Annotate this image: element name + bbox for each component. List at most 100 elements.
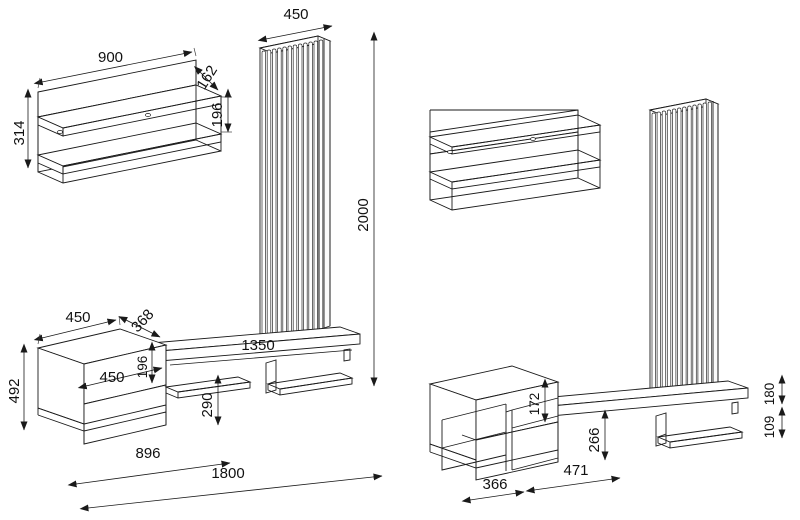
- dim-471-line: [525, 475, 621, 494]
- r-tv-bracket-line: [657, 433, 667, 438]
- dim-366-line: [461, 489, 525, 504]
- mounting-hole-icon: [530, 137, 536, 141]
- slat-icon: [702, 102, 707, 387]
- dim-1800-label: 1800: [211, 465, 244, 482]
- dim-196-cab-label: 196: [135, 356, 150, 379]
- dim-172-group: 172: [527, 378, 549, 423]
- dim-900-ext-left: [37, 77, 41, 89]
- dim-180-label: 180: [762, 383, 777, 406]
- dim-450-cab-front-label: 450: [99, 369, 124, 386]
- dim-492-label: 492: [6, 378, 23, 403]
- slat-icon: [313, 40, 318, 331]
- right-tv-unit-group: [428, 365, 749, 481]
- slat-icon: [687, 105, 692, 390]
- slat-icon: [707, 101, 712, 386]
- r-cabinet-inner-lower-right: [511, 457, 559, 471]
- dim-450-panel-label: 450: [283, 6, 308, 23]
- right-slat-panel-group: [648, 98, 720, 401]
- dim-196-top-group: 196: [209, 88, 232, 133]
- slat-icon: [682, 106, 687, 391]
- slat-icon: [666, 109, 672, 394]
- dim-2000-label: 2000: [355, 198, 372, 231]
- dim-368-group: 368: [118, 306, 161, 338]
- slat-icon: [651, 112, 656, 397]
- r-tv-right-shelf-front: [669, 431, 743, 449]
- r-cabinet-inner-shelf-lower: [441, 431, 507, 449]
- dim-196-cab-group: 196: [135, 341, 156, 384]
- r-cabinet-divider-top: [505, 409, 513, 413]
- slat-icon: [656, 111, 661, 396]
- dim-896-line: [67, 460, 231, 488]
- dim-290-label: 290: [199, 392, 216, 417]
- r-tv-support-post: [731, 401, 739, 415]
- r-tv-shelf-bracket: [655, 412, 667, 447]
- dim-450-panel-line: [257, 24, 333, 43]
- dim-1350-label: 1350: [241, 337, 274, 354]
- dim-266-group: 266: [586, 409, 609, 461]
- dim-450-panel-group: 450: [257, 6, 333, 43]
- dim-896-group: 896: [67, 445, 231, 488]
- dim-368-line: [118, 316, 161, 338]
- dim-450-ext1: [37, 333, 41, 345]
- slat-icon: [287, 45, 292, 336]
- slat-icon: [282, 46, 287, 337]
- dim-1350-line: [169, 349, 353, 366]
- dim-900-ext-right: [193, 47, 197, 57]
- dim-450-ext2: [118, 315, 121, 326]
- slat-icon: [677, 107, 682, 392]
- dim-450-cab-top-label: 450: [65, 309, 90, 326]
- slat-icon: [697, 103, 702, 388]
- slat-icon: [266, 49, 272, 340]
- dim-109-group: 109: [762, 406, 786, 439]
- slat-icon: [261, 50, 266, 341]
- dim-1350-group: 1350: [169, 337, 353, 366]
- left-slat-panel-group: [258, 35, 332, 342]
- dim-180-group: 180: [762, 374, 786, 406]
- r-cabinet-inner-shelf-upper: [441, 403, 507, 421]
- left-wall-shelf-group: [36, 59, 223, 184]
- slat-icon: [318, 39, 324, 330]
- dim-314-group: 314: [11, 88, 32, 169]
- r-cabinet-shelf-left: [461, 434, 477, 441]
- dim-900-line: [33, 50, 193, 86]
- dim-471-label: 471: [563, 462, 588, 479]
- dim-450-cab-top-group: 450: [33, 309, 121, 345]
- slat-icon: [661, 110, 667, 395]
- right-wall-shelf-group: [428, 109, 602, 211]
- dim-366-label: 366: [482, 476, 507, 493]
- dim-196-top-label: 196: [209, 102, 226, 127]
- tv-support-post: [343, 348, 351, 362]
- dim-471-group: 471: [525, 462, 621, 494]
- slat-icon: [272, 48, 277, 339]
- cabinet-base-plinth: [37, 411, 167, 432]
- r-cabinet-inner-mid-right: [511, 415, 559, 429]
- dim-368-label: 368: [128, 306, 158, 336]
- dim-366-group: 366: [461, 476, 525, 504]
- slat-icon: [277, 47, 282, 338]
- tv-middle-shelf-front: [177, 381, 251, 399]
- mounting-hole-icon: [57, 130, 63, 134]
- dim-2000-group: 2000: [355, 31, 378, 387]
- tv-right-shelf-edge: [267, 384, 281, 396]
- dim-1800-line: [79, 473, 383, 512]
- r-cabinet-bottom-edge: [429, 443, 477, 480]
- dim-1800-group: 1800: [79, 465, 383, 512]
- slat-icon: [692, 104, 697, 389]
- r-cabinet-inner-top-right: [511, 397, 559, 411]
- tv-bracket-line: [267, 380, 277, 385]
- dim-162-line: [193, 65, 219, 91]
- slat-icon: [308, 41, 313, 332]
- tv-right-shelf-top: [266, 372, 354, 390]
- dim-896-label: 896: [135, 445, 160, 462]
- cabinet-mid-line: [83, 404, 167, 425]
- slat-icon: [292, 44, 298, 335]
- mounting-hole-icon: [145, 113, 151, 117]
- slat-icon: [303, 42, 308, 333]
- dim-109-label: 109: [762, 416, 777, 439]
- dim-266-label: 266: [586, 427, 603, 452]
- r-cabinet-plinth: [429, 449, 559, 469]
- tv-middle-shelf-edge: [165, 387, 179, 399]
- slat-icon: [672, 108, 677, 393]
